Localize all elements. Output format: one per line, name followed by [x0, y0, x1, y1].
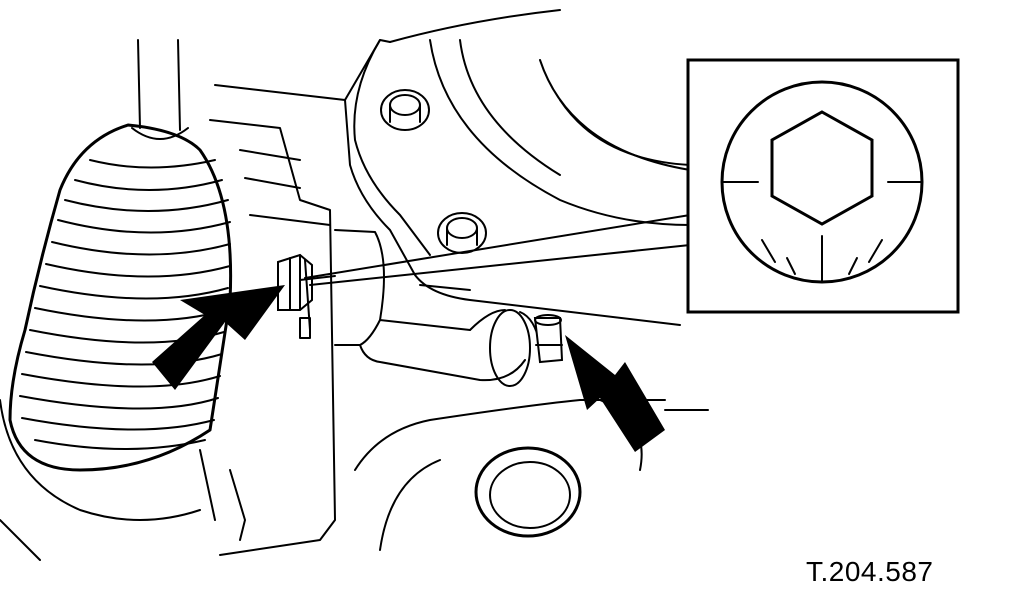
upper-bolt-2 — [437, 212, 487, 254]
housing-outline — [199, 9, 691, 556]
figure-reference-code: T.204.587 — [806, 556, 934, 587]
rack-boot-bellows — [0, 39, 233, 561]
upper-bolt-1 — [380, 89, 430, 131]
detail-leader-lines — [299, 214, 691, 286]
pointer-arrow-icon-right — [565, 335, 665, 452]
right-lock-bolt — [533, 314, 564, 364]
plug-seal-ring — [474, 446, 582, 538]
pointer-arrow-icon-left — [152, 285, 285, 390]
hex-bolt-detail-icon — [686, 58, 960, 314]
rack-housing-cylinder — [334, 229, 541, 387]
left-adjuster-nut — [277, 253, 313, 339]
